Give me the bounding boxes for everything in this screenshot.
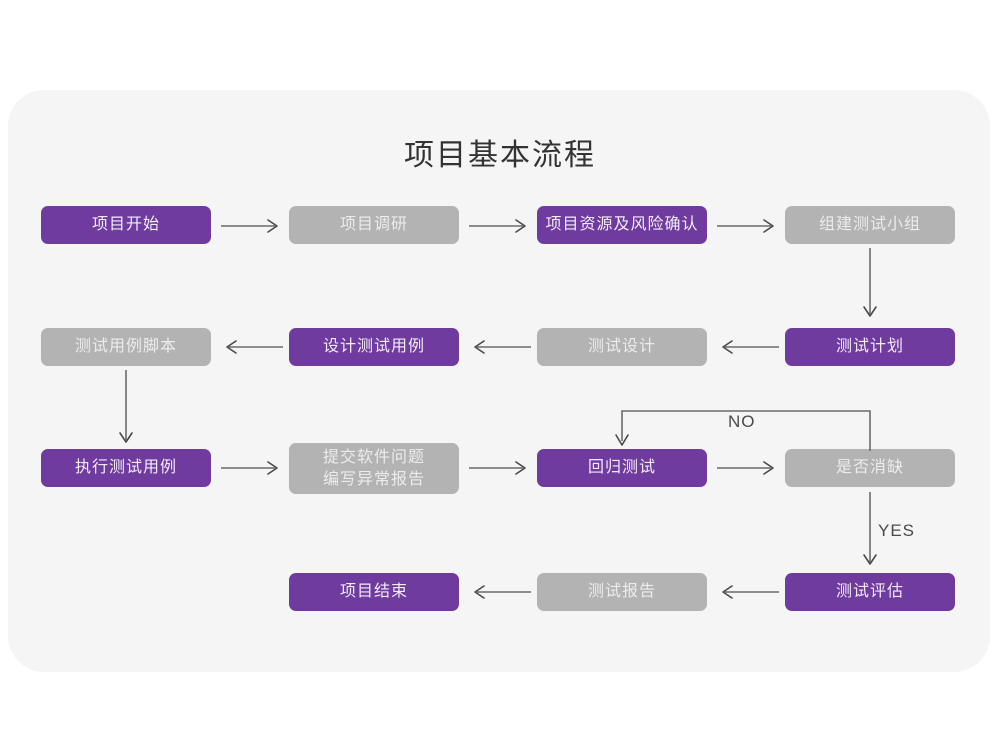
edge-start-to-research [221,218,283,234]
edge-label-no: NO [728,412,756,431]
node-regression-test[interactable]: 回归测试 [537,449,707,487]
node-test-design[interactable]: 测试设计 [537,328,707,366]
edge-evaluation-to-report [717,584,779,600]
edge-regression-to-defect-check [717,460,779,476]
node-execute-test-case[interactable]: 执行测试用例 [41,449,211,487]
edge-label-yes: YES [878,521,916,540]
node-defect-cleared-check[interactable]: 是否消缺 [785,449,955,487]
node-project-start[interactable]: 项目开始 [41,206,211,244]
edge-script-to-execute-case [118,370,134,448]
node-test-plan[interactable]: 测试计划 [785,328,955,366]
edge-team-to-test-plan [862,248,878,322]
node-project-research[interactable]: 项目调研 [289,206,459,244]
edge-resource-to-team [717,218,779,234]
node-resource-risk-confirm[interactable]: 项目资源及风险确认 [537,206,707,244]
node-build-test-team[interactable]: 组建测试小组 [785,206,955,244]
edge-yes-defect-to-evaluation [862,492,878,570]
edge-design-case-to-script [221,339,283,355]
edge-execute-to-submit-issue [221,460,283,476]
node-test-report[interactable]: 测试报告 [537,573,707,611]
edge-research-to-resource [469,218,531,234]
edge-test-design-to-design-case [469,339,531,355]
node-project-end[interactable]: 项目结束 [289,573,459,611]
node-test-evaluation[interactable]: 测试评估 [785,573,955,611]
page-title: 项目基本流程 [404,139,596,172]
node-test-case-script[interactable]: 测试用例脚本 [41,328,211,366]
edge-submit-issue-to-regression [469,460,531,476]
node-design-test-case[interactable]: 设计测试用例 [289,328,459,366]
edge-report-to-project-end [469,584,531,600]
node-submit-issue-report[interactable]: 提交软件问题 编写异常报告 [289,443,459,494]
edge-no-loop-defect-to-regression [614,405,884,455]
edge-test-plan-to-test-design [717,339,779,355]
